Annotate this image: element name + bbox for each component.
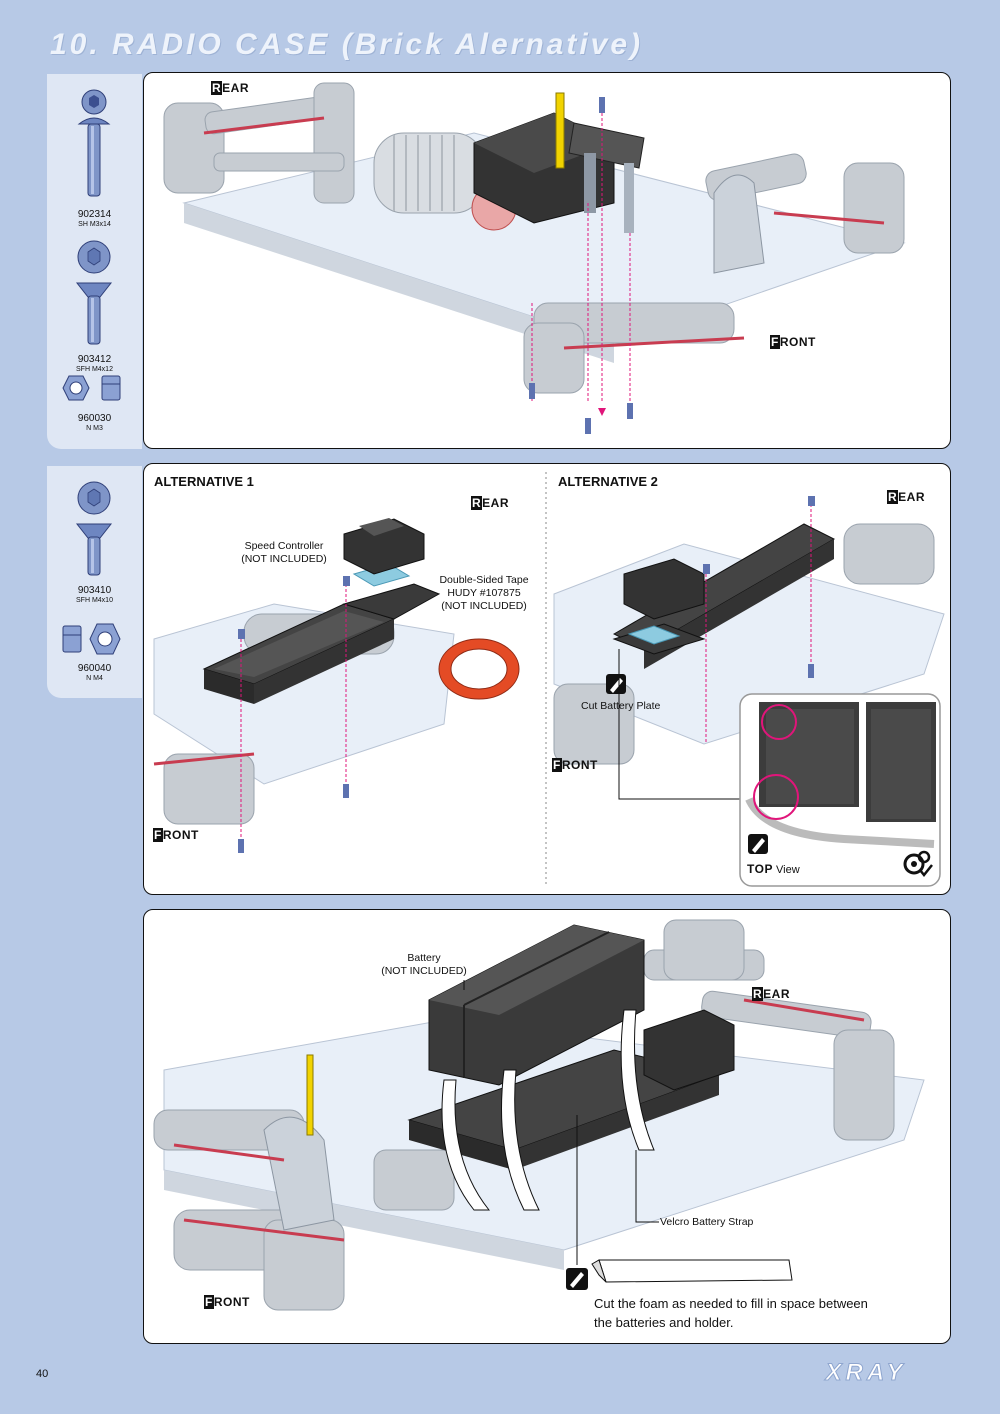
part-code: 960040 bbox=[77, 663, 112, 674]
foam-instruction: Cut the foam as needed to fill in space … bbox=[594, 1294, 868, 1332]
part-desc: SFH M4x10 bbox=[76, 597, 113, 604]
foam-instruction-line2: the batteries and holder. bbox=[594, 1315, 734, 1330]
cut-battery-plate-label: Cut Battery Plate bbox=[581, 700, 661, 712]
double-sided-tape-label: Double-Sided Tape HUDY #107875 (NOT INCL… bbox=[434, 574, 534, 613]
part-960040: 960040 N M4 bbox=[47, 622, 142, 683]
flat-head-screw-icon bbox=[75, 481, 113, 576]
part-960030: 960030 N M3 bbox=[47, 372, 142, 433]
part-desc: SFH M4x12 bbox=[76, 366, 113, 373]
page-title: 10. RADIO CASE (Brick Alernative) bbox=[50, 28, 644, 61]
direction-label-front: FRONT bbox=[154, 828, 199, 842]
part-desc: SH M3x14 bbox=[78, 221, 111, 228]
top-view-text: View bbox=[776, 864, 800, 876]
step-panel-2: ALTERNATIVE 1 REAR FRONT Speed Controlle… bbox=[143, 463, 951, 895]
alternative-1-title: ALTERNATIVE 1 bbox=[154, 474, 254, 489]
step-panel-1: REAR FRONT bbox=[143, 72, 951, 449]
page-number: 40 bbox=[36, 1368, 49, 1380]
tape-product-text: HUDY #107875 bbox=[447, 587, 521, 599]
direction-label-front: FRONT bbox=[205, 1295, 250, 1309]
nut-icon bbox=[62, 623, 121, 655]
top-view-bold: TOP bbox=[747, 862, 773, 876]
battery-text: Battery bbox=[407, 952, 441, 964]
battery-install-illustration bbox=[153, 919, 925, 1311]
part-902314: 902314 SH M3x14 bbox=[47, 84, 142, 229]
part-code: 903412 bbox=[77, 354, 112, 365]
part-code: 902314 bbox=[77, 209, 112, 220]
part-code: 960030 bbox=[77, 413, 112, 424]
speed-controller-label: Speed Controller (NOT INCLUDED) bbox=[236, 540, 332, 566]
parts-sidebar-step2: 903410 SFH M4x10 960040 N M4 bbox=[47, 466, 142, 698]
step-panel-3: Battery (NOT INCLUDED) REAR FRONT Velcro… bbox=[143, 909, 951, 1344]
xray-logo: XRAY bbox=[823, 1359, 907, 1387]
direction-label-rear: REAR bbox=[212, 81, 250, 95]
alternative-2-title: ALTERNATIVE 2 bbox=[558, 474, 658, 489]
direction-label-front: FRONT bbox=[771, 335, 816, 349]
foam-instruction-line1: Cut the foam as needed to fill in space … bbox=[594, 1296, 868, 1311]
chassis-illustration bbox=[163, 82, 906, 434]
part-desc: N M3 bbox=[86, 425, 103, 432]
part-903412: 903412 SFH M4x12 bbox=[47, 239, 142, 374]
button-head-screw-icon bbox=[77, 89, 111, 197]
direction-label-rear: REAR bbox=[888, 490, 926, 504]
nut-icon bbox=[62, 375, 121, 401]
part-desc: N M4 bbox=[86, 675, 103, 682]
part-903410: 903410 SFH M4x10 bbox=[47, 480, 142, 605]
battery-label: Battery (NOT INCLUDED) bbox=[374, 952, 474, 978]
not-included-text: (NOT INCLUDED) bbox=[381, 965, 467, 977]
direction-label-rear: REAR bbox=[472, 496, 510, 510]
part-code: 903410 bbox=[77, 585, 112, 596]
flat-head-screw-icon bbox=[75, 240, 113, 345]
svg-text:XRAY: XRAY bbox=[824, 1359, 907, 1386]
speed-controller-text: Speed Controller bbox=[244, 540, 324, 552]
not-included-text: (NOT INCLUDED) bbox=[441, 600, 527, 612]
direction-label-front: FRONT bbox=[553, 758, 598, 772]
parts-sidebar-step1: 902314 SH M3x14 903412 SFH M4x12 960030 … bbox=[47, 74, 142, 449]
tape-text: Double-Sided Tape bbox=[439, 574, 529, 586]
not-included-text: (NOT INCLUDED) bbox=[241, 553, 327, 565]
alternatives-illustration bbox=[153, 472, 945, 887]
velcro-strap-label: Velcro Battery Strap bbox=[660, 1216, 754, 1228]
direction-label-rear: REAR bbox=[753, 987, 791, 1001]
top-view-label: TOP View bbox=[747, 862, 800, 876]
